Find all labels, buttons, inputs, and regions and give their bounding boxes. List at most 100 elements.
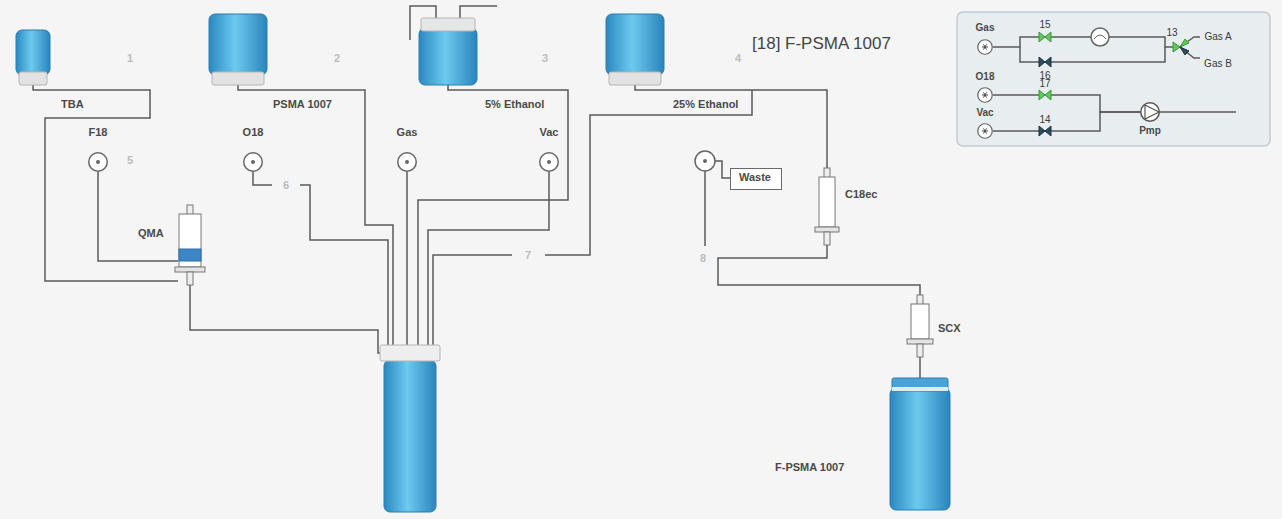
reactor-vial (380, 345, 440, 512)
vial-cap (421, 18, 475, 31)
node-shape (539, 152, 559, 172)
node-shape (243, 152, 263, 172)
node-label: Vac (976, 107, 993, 119)
tubing-connector (993, 95, 1140, 112)
cartridge-band (179, 249, 201, 261)
tubing (253, 172, 272, 185)
valve-number: 7 (525, 249, 531, 261)
valve-symbol (1180, 47, 1189, 55)
vial-node: 5% Ethanol (418, 18, 478, 85)
valve-number: 3 (542, 52, 548, 64)
tubing (1180, 37, 1200, 47)
node-shape (818, 168, 836, 245)
pump-circle (1141, 103, 1160, 122)
inset-label: 15 (1039, 19, 1050, 30)
vial-cap (212, 72, 264, 85)
vial-body (890, 388, 950, 510)
vial-node: TBA (15, 30, 51, 85)
reactor-vial (384, 360, 436, 512)
node-label: O18 (243, 126, 264, 139)
port-circle (540, 153, 559, 172)
node-label: Gas (397, 126, 418, 139)
node-label: 25% Ethanol (673, 98, 738, 111)
port-star (984, 128, 987, 133)
valve-symbol (1039, 126, 1051, 136)
node-shape (889, 378, 951, 510)
vial-cap (19, 72, 47, 85)
cartridge-body (819, 177, 835, 227)
node-label: QMA (138, 227, 164, 240)
port-circle (244, 153, 263, 172)
inset-label: Gas B (1204, 58, 1232, 69)
cartridge-outlet (187, 272, 193, 285)
diagram-title: [18] F-PSMA 1007 (752, 34, 891, 54)
tubing (545, 90, 752, 255)
valve-symbol (1039, 32, 1051, 42)
tubing-connector (33, 85, 178, 281)
inset-label: 13 (1166, 27, 1177, 38)
valve-number: 4 (735, 52, 741, 64)
cartridge: QMA (178, 205, 202, 285)
node-shape (15, 30, 51, 85)
waste-port (695, 151, 715, 171)
port-star (984, 92, 987, 97)
port-node: Vac (539, 152, 559, 172)
node-shape (977, 123, 993, 139)
node-label: O18 (976, 71, 995, 83)
tubing (1160, 111, 1236, 113)
flow-meter (1091, 28, 1109, 46)
tubing-connector (993, 112, 1140, 131)
cartridge-flange (815, 227, 839, 232)
inset-panel (957, 12, 1270, 146)
valve-number: 6 (283, 179, 289, 191)
tubing (715, 161, 730, 178)
cartridge-flange (175, 267, 205, 272)
port-node: Vac (977, 123, 993, 139)
node-shape (397, 152, 417, 172)
tubing (433, 255, 512, 345)
node-shape (88, 152, 108, 172)
tubing-connector (635, 85, 827, 168)
port-circle (89, 153, 108, 172)
node-label: Gas (976, 22, 995, 34)
cartridge-flange (907, 339, 933, 344)
cartridge-outlet (917, 344, 923, 357)
node-shape (977, 87, 993, 103)
cartridge-body (911, 304, 929, 339)
tubing (190, 285, 380, 353)
node-label: SCX (938, 322, 961, 335)
port-circle (978, 88, 993, 103)
node-shape (1140, 102, 1160, 122)
port-node: Gas (977, 39, 993, 55)
vial-node: 25% Ethanol (605, 14, 665, 85)
tubing (1109, 37, 1180, 47)
tubing (428, 172, 549, 345)
node-label: TBA (61, 98, 84, 111)
node-label: Vac (540, 126, 559, 139)
port-circle (978, 40, 993, 55)
node-shape (208, 14, 268, 85)
pump-symbol: Pmp (1140, 102, 1160, 122)
node-shape (605, 14, 665, 85)
vial-cap (892, 378, 948, 391)
port-dot (96, 160, 100, 164)
port-dot (251, 160, 255, 164)
cartridge-body (179, 214, 201, 267)
node-label: F18 (89, 126, 108, 139)
port-circle (398, 153, 417, 172)
vial-body (209, 14, 267, 75)
node-shape (178, 205, 202, 285)
waste-box: Waste (730, 168, 782, 190)
tubing (300, 185, 388, 345)
port-node: O18 (243, 152, 263, 172)
reactor-vial (380, 345, 440, 361)
port-star (984, 44, 987, 49)
node-label: 5% Ethanol (485, 98, 544, 111)
valve-symbol (1039, 90, 1051, 100)
vial-cap (609, 72, 661, 85)
valve-symbol (1173, 42, 1180, 52)
port-node: F18 (88, 152, 108, 172)
valve-symbol (1180, 39, 1189, 47)
